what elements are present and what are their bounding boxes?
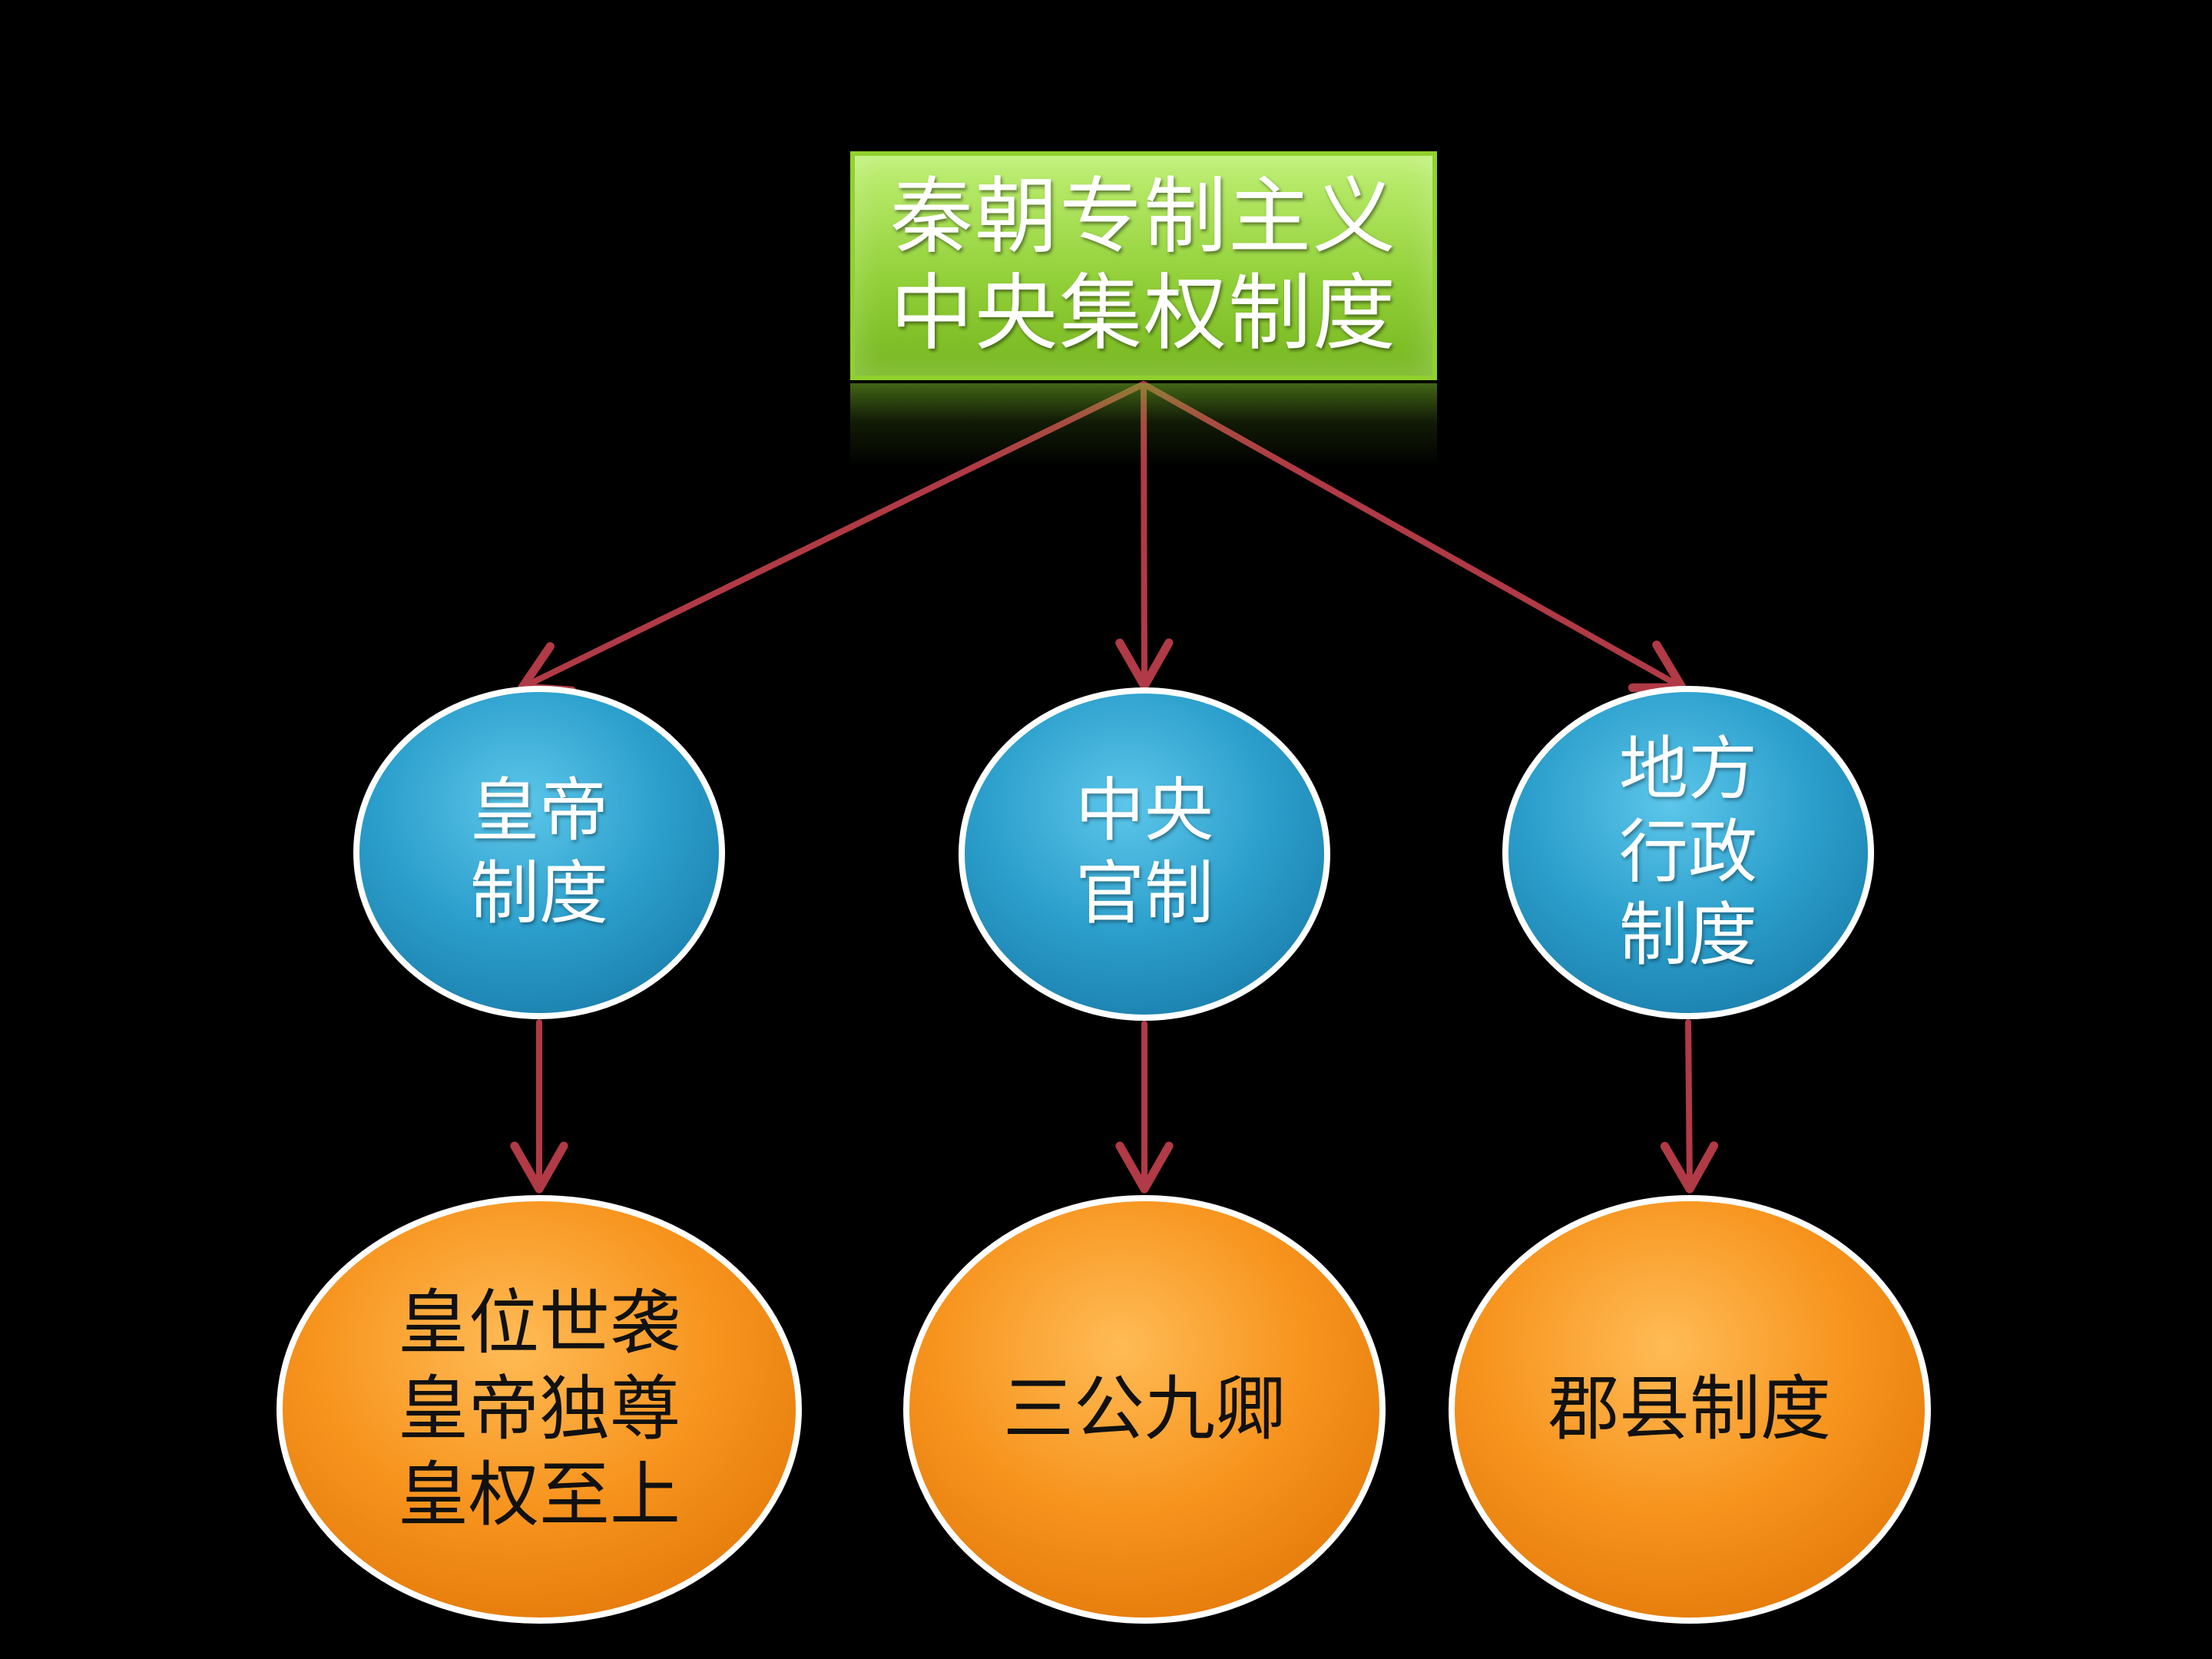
category-label-central-offices: 中央 官制: [960, 691, 1329, 1014]
detail-node-emperor: [276, 1195, 802, 1624]
detail-line: 皇位世袭: [397, 1282, 680, 1364]
category-line: 皇帝: [470, 770, 608, 851]
detail-line: 郡县制度: [1548, 1368, 1831, 1450]
category-line: 制度: [470, 853, 608, 934]
detail-label-emperor: 皇位世袭 皇帝独尊 皇权至上: [278, 1217, 800, 1601]
category-node-emperor: [353, 686, 725, 1019]
category-node-central-offices: [959, 687, 1330, 1021]
category-line: 官制: [1075, 853, 1214, 934]
detail-line: 三公九卿: [1002, 1368, 1286, 1450]
category-label-emperor: 皇帝 制度: [355, 691, 724, 1014]
detail-line: 皇帝独尊: [397, 1368, 680, 1450]
root-node: 秦朝专制主义 中央集权制度: [850, 151, 1437, 380]
detail-line: 皇权至上: [397, 1454, 680, 1536]
arrow-root-to-local-administration: [1141, 381, 1687, 692]
node-group: [276, 686, 1931, 1624]
category-line: 行政: [1619, 812, 1757, 892]
root-line: 秦朝专制主义: [889, 169, 1397, 265]
category-node-local-administration: [1502, 686, 1874, 1019]
detail-label-local-administration: 郡县制度: [1450, 1217, 1929, 1601]
category-line: 中央: [1075, 770, 1214, 851]
category-label-local-administration: 地方 行政 制度: [1504, 691, 1873, 1014]
arrow-root-to-emperor: [518, 381, 1147, 695]
category-line: 地方: [1619, 729, 1757, 810]
root-line: 中央集权制度: [889, 266, 1397, 362]
arrow-category-to-detail-3: [1660, 1019, 1719, 1194]
detail-label-central-offices: 三公九卿: [905, 1217, 1384, 1601]
detail-node-central-offices: [903, 1195, 1386, 1624]
category-line: 制度: [1619, 895, 1757, 975]
detail-node-local-administration: [1449, 1195, 1931, 1624]
